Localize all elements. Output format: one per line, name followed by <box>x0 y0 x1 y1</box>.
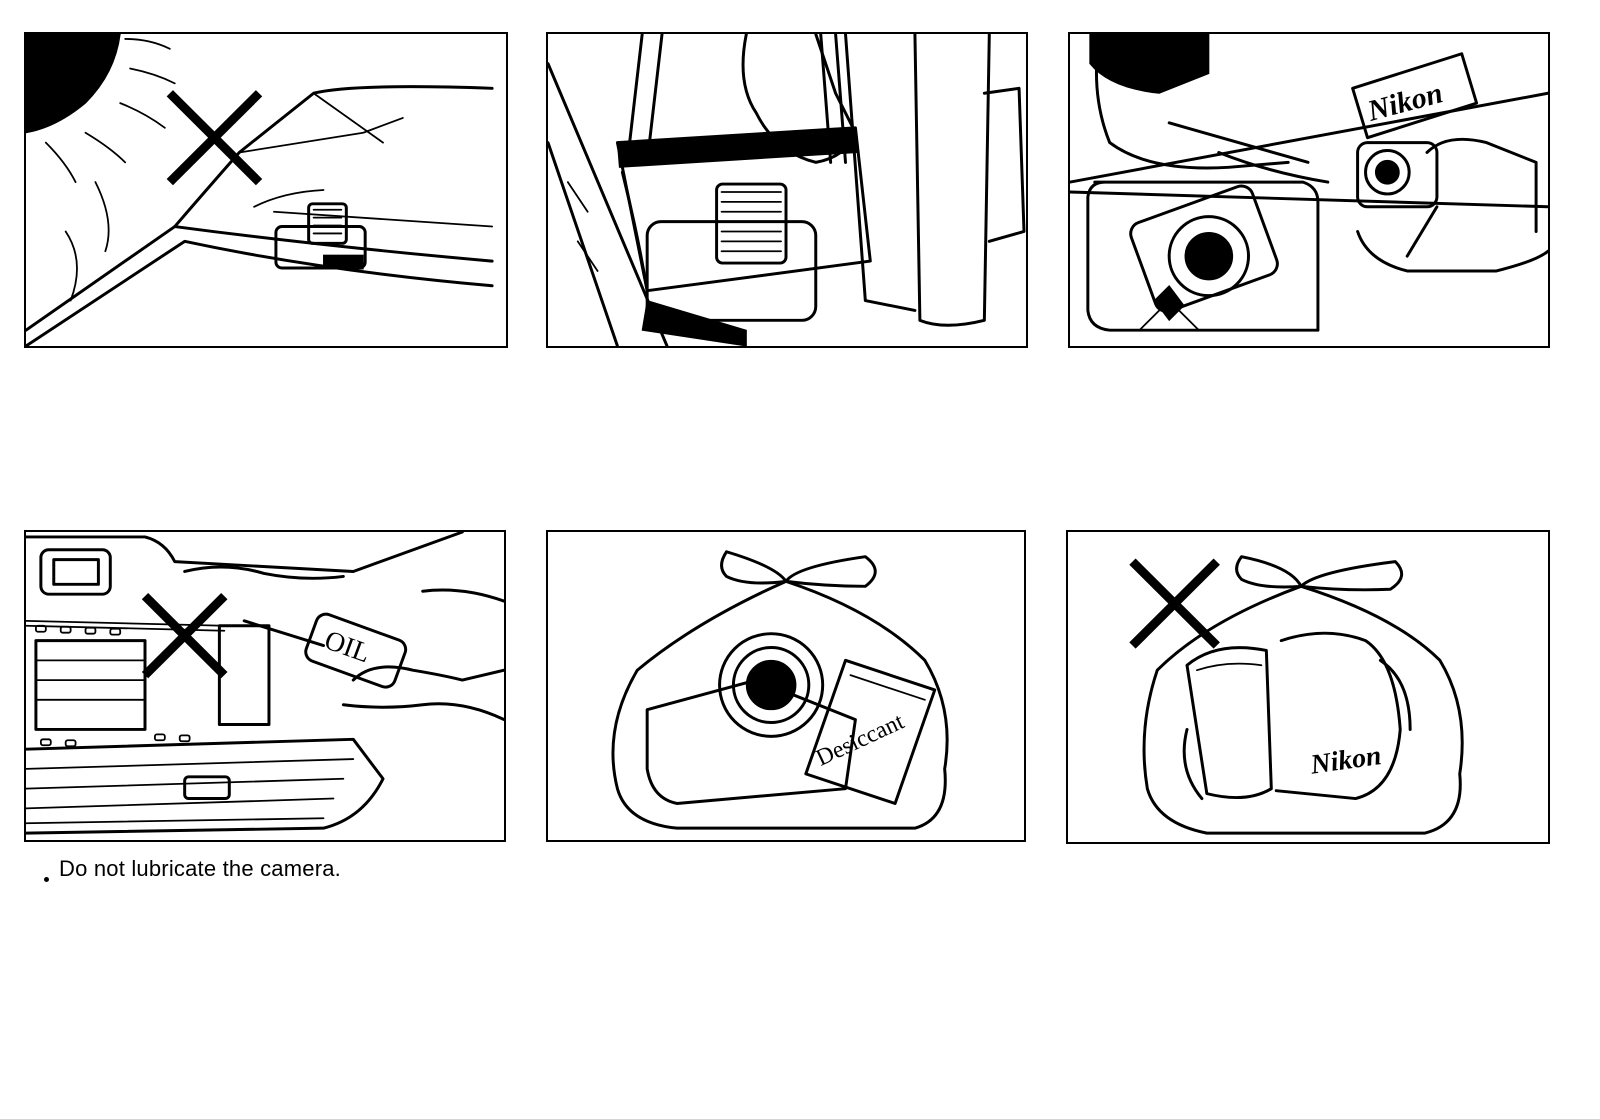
sun-icon <box>26 34 120 133</box>
inset-dropped-camera <box>1088 182 1318 330</box>
illustration-camera-in-case <box>546 32 1028 348</box>
dashboard-sun-drawing <box>26 34 506 346</box>
illustration-camera-handling: Nikon <box>1068 32 1550 348</box>
caption-do-not-lubricate: Do not lubricate the camera. <box>44 856 341 882</box>
camera-icon <box>642 184 816 346</box>
camera-case-icon: Nikon <box>1276 633 1410 798</box>
camera-handling-drawing: Nikon <box>1070 34 1548 346</box>
caption-text: Do not lubricate the camera. <box>59 856 341 881</box>
desiccant-bag-drawing: Desiccant <box>548 532 1024 840</box>
svg-text:OIL: OIL <box>321 624 375 669</box>
nikon-sign: Nikon <box>1353 54 1477 138</box>
case-icon <box>617 128 870 291</box>
film-chamber-icon <box>36 641 145 730</box>
lens-case-icon <box>1184 648 1271 799</box>
illustration-do-not-lubricate: OIL <box>24 530 506 842</box>
bullet-icon <box>44 877 49 882</box>
camera-icon <box>1127 183 1280 315</box>
illustration-camera-on-dashboard <box>24 32 508 348</box>
svg-text:Nikon: Nikon <box>1308 739 1384 780</box>
desiccant-packet: Desiccant <box>806 660 935 803</box>
illustration-camera-with-desiccant: Desiccant <box>546 530 1026 842</box>
lubricate-drawing: OIL <box>26 532 504 840</box>
case-bag-drawing: Nikon <box>1068 532 1548 842</box>
illustration-case-in-bag: Nikon <box>1066 530 1550 844</box>
camera-case-drawing <box>548 34 1026 346</box>
